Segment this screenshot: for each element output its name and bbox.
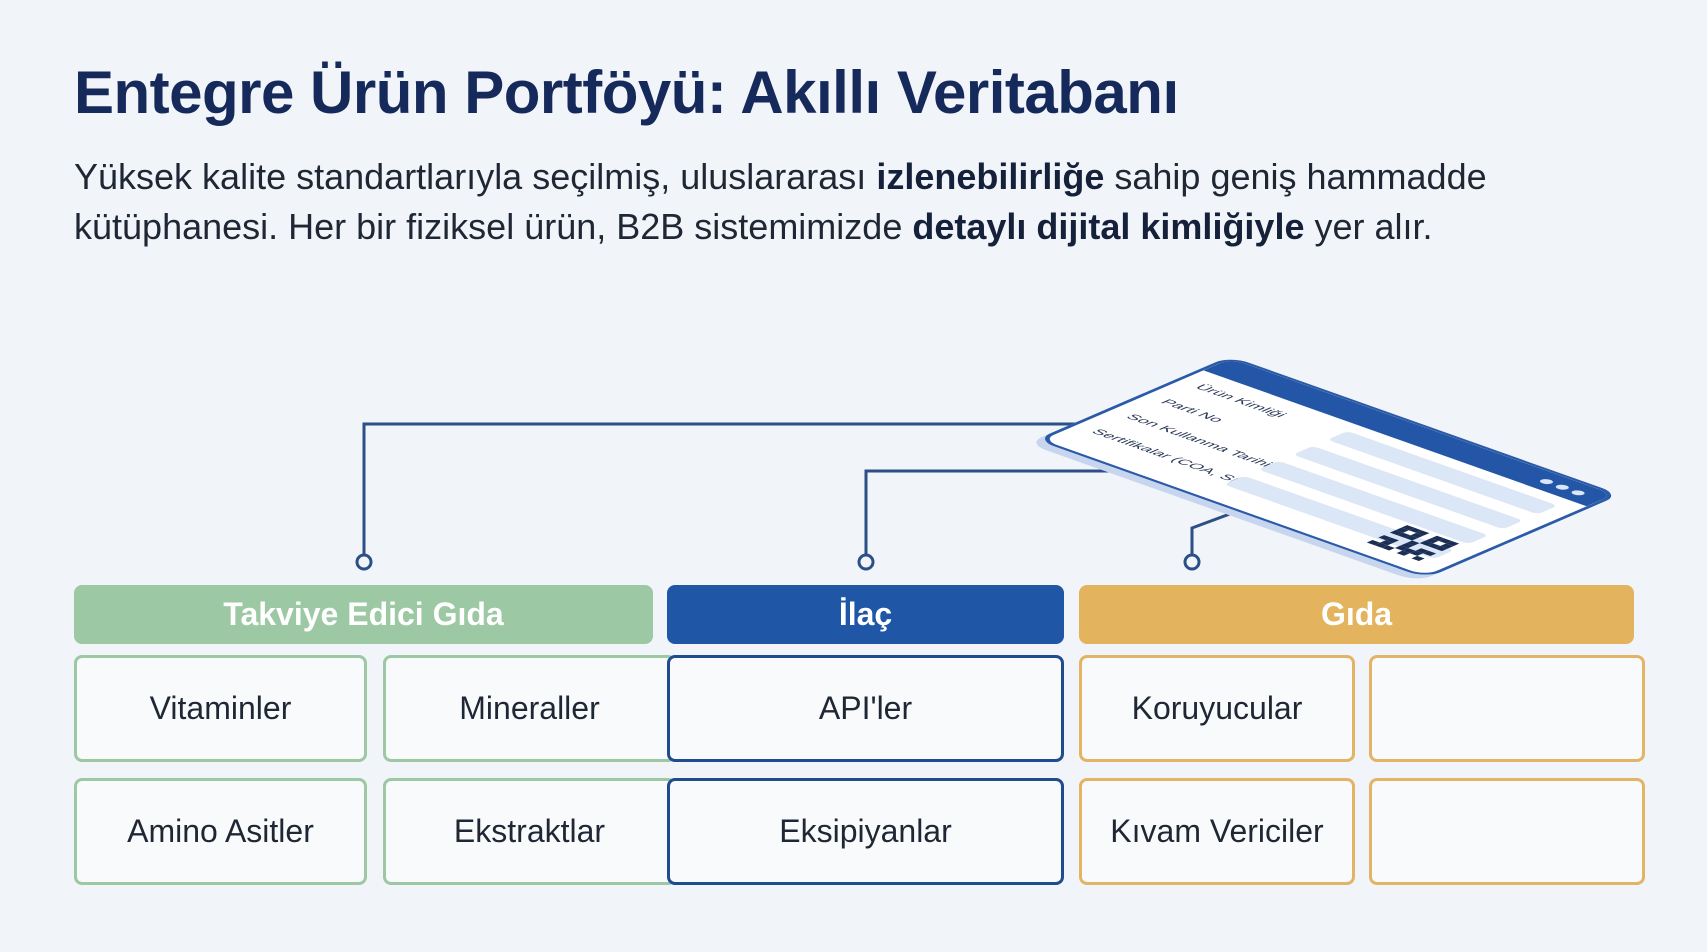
category-header: Takviye Edici Gıda — [74, 585, 653, 644]
category-item: Ekstraktlar — [383, 778, 676, 885]
connector-node — [857, 553, 875, 571]
category-item: Vitaminler — [74, 655, 367, 762]
category-item: API'ler — [667, 655, 1064, 762]
intro-part-3: yer alır. — [1304, 206, 1433, 247]
category-item-empty — [1369, 655, 1645, 762]
connector-pharma — [864, 469, 1195, 562]
connector-supplement — [362, 422, 1126, 562]
category-item: Mineraller — [383, 655, 676, 762]
category-item: Kıvam Vericiler — [1079, 778, 1355, 885]
connector-node — [1183, 553, 1201, 571]
intro-part-1: Yüksek kalite standartlarıyla seçilmiş, … — [74, 156, 877, 197]
category-item-empty — [1369, 778, 1645, 885]
intro-part-2: sahip geniş hammadde kütüphanesi. Her bi… — [74, 156, 1487, 247]
category-item: Amino Asitler — [74, 778, 367, 885]
category-header: Gıda — [1079, 585, 1634, 644]
intro-text: Yüksek kalite standartlarıyla seçilmiş, … — [74, 152, 1494, 252]
category-header: İlaç — [667, 585, 1064, 644]
page-title: Entegre Ürün Portföyü: Akıllı Veritabanı — [74, 59, 1179, 126]
intro-bold-1: izlenebilirliğe — [876, 156, 1105, 197]
category-item: Eksipiyanlar — [667, 778, 1064, 885]
intro-bold-2: detaylı dijital kimliğiyle — [912, 206, 1305, 247]
category-item: Koruyucular — [1079, 655, 1355, 762]
connector-node — [355, 553, 373, 571]
